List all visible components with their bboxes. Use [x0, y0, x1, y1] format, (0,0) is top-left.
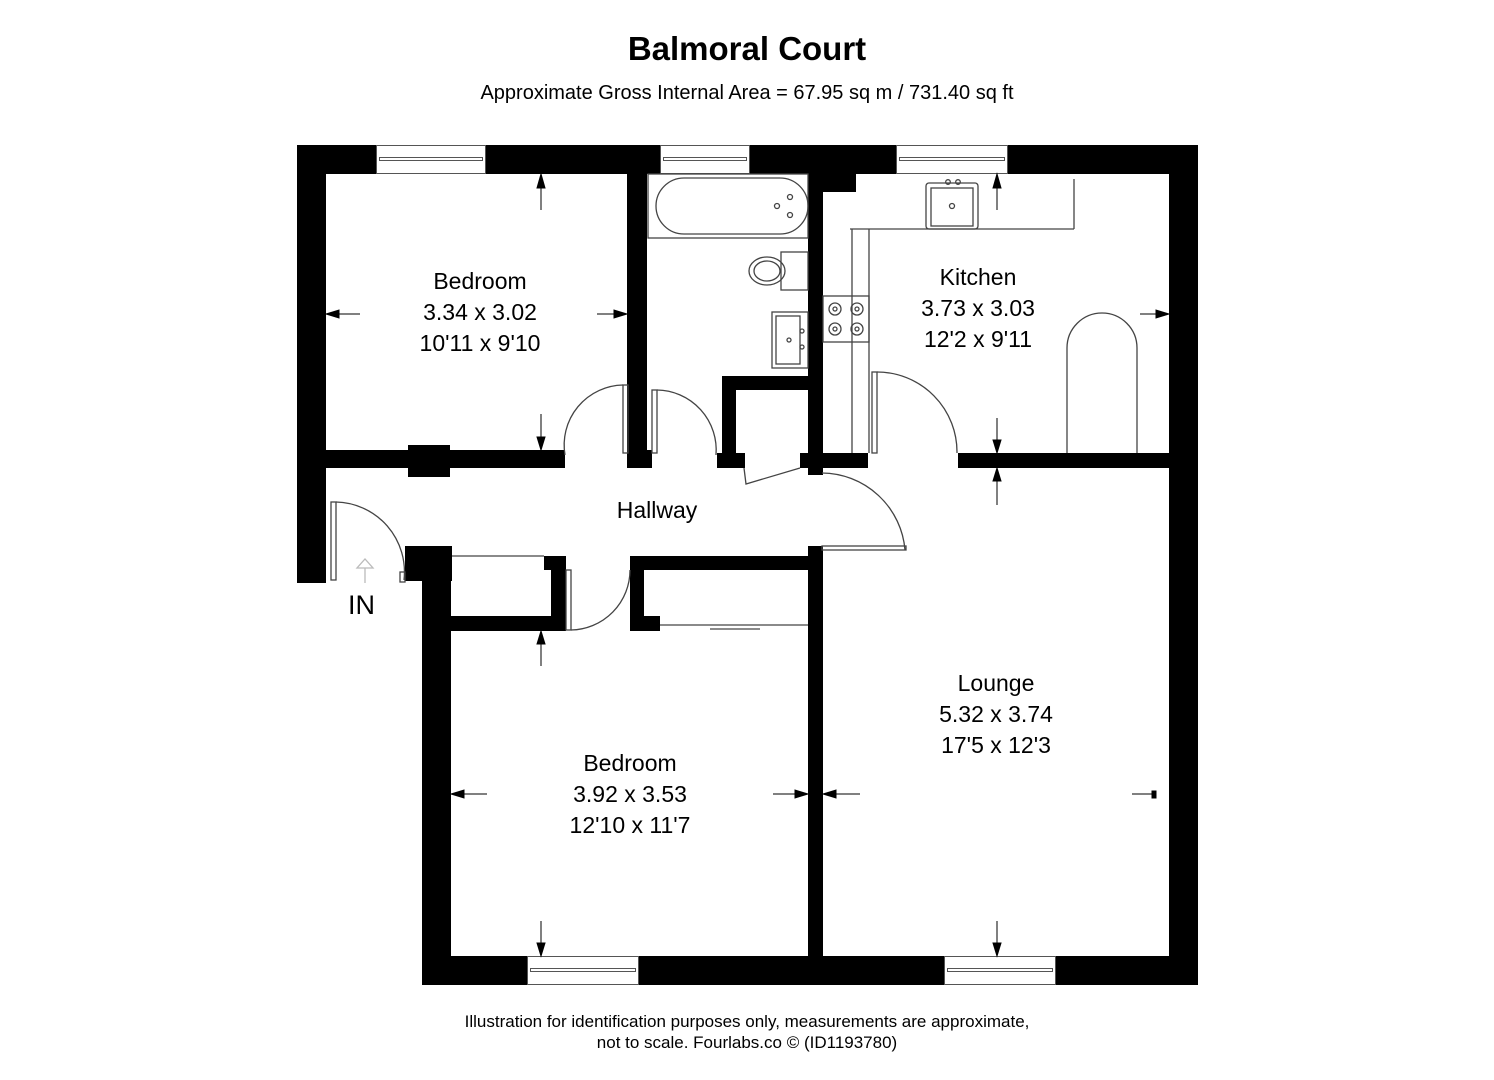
- disclaimer-line-2: not to scale. Fourlabs.co © (ID1193780): [596, 1033, 898, 1052]
- hob-icon: [822, 295, 870, 343]
- disclaimer: Illustration for identification purposes…: [0, 1011, 1494, 1053]
- wall-bedroom2-lounge: [808, 546, 823, 961]
- wall-kitchen-lounge: [958, 453, 1198, 468]
- wardrobe-sliding-door: [660, 624, 808, 630]
- entrance-label: IN: [348, 590, 375, 620]
- wall-right: [1169, 145, 1198, 985]
- room-name: Lounge: [957, 670, 1035, 696]
- wall-cupboard2-stub: [544, 556, 566, 570]
- appliance-icon: [1066, 312, 1138, 453]
- room-metric: 3.73 x 3.03: [921, 295, 1035, 321]
- toilet-icon: [748, 251, 809, 291]
- disclaimer-line-1: Illustration for identification purposes…: [464, 1012, 1030, 1031]
- gross-area-text: Approximate Gross Internal Area = 67.95 …: [480, 82, 1014, 104]
- door-lounge: [821, 472, 907, 551]
- room-metric: 3.92 x 3.53: [573, 781, 687, 807]
- room-kitchen: Kitchen 3.73 x 3.03 12'2 x 9'11: [878, 262, 1078, 355]
- wall-wardrobe-left: [630, 556, 644, 631]
- room-bedroom-2: Bedroom 3.92 x 3.53 12'10 x 11'7: [530, 748, 730, 841]
- kitchen-sink-icon: [925, 179, 979, 230]
- dimension-arrows: [324, 172, 1171, 958]
- room-imperial: 17'5 x 12'3: [941, 732, 1051, 758]
- room-bedroom-1: Bedroom 3.34 x 3.02 10'11 x 9'10: [380, 266, 580, 359]
- door-bathroom: [651, 389, 717, 456]
- door-entrance: [330, 501, 406, 583]
- wall-stub-b: [717, 453, 745, 468]
- room-name: Bedroom: [433, 268, 527, 294]
- entrance-arrow-icon: [355, 558, 375, 583]
- room-metric: 5.32 x 3.74: [939, 701, 1053, 727]
- basin-icon: [771, 311, 809, 369]
- room-imperial: 12'2 x 9'11: [923, 326, 1033, 352]
- room-metric: 3.34 x 3.02: [423, 299, 537, 325]
- door-cupboard2: [452, 555, 631, 631]
- room-name: Kitchen: [939, 264, 1017, 290]
- room-imperial: 12'10 x 11'7: [569, 812, 691, 838]
- wall-stub-c: [800, 453, 824, 468]
- wall-hall-lounge: [630, 556, 822, 570]
- room-lounge: Lounge 5.32 x 3.74 17'5 x 12'3: [896, 668, 1096, 761]
- window-bathroom: [660, 145, 750, 174]
- wall-cupboard-left: [722, 376, 736, 456]
- window-bedroom1: [376, 145, 486, 174]
- wall-cupboard2-bottom: [422, 616, 566, 631]
- wall-kitchen-corner: [808, 174, 856, 192]
- bath-icon: [647, 173, 809, 239]
- window-bedroom2: [527, 956, 639, 985]
- door-cupboard: [743, 467, 801, 485]
- wall-stub-a: [627, 450, 652, 468]
- wall-bedroom1-bath: [627, 145, 647, 455]
- room-name: Bedroom: [583, 750, 677, 776]
- wall-hall-pier: [405, 546, 452, 581]
- door-bedroom1: [563, 384, 629, 456]
- window-kitchen: [896, 145, 1008, 174]
- wall-wardrobe-stub: [630, 616, 660, 631]
- window-lounge: [944, 956, 1056, 985]
- wall-cupboard2-right: [551, 556, 566, 631]
- room-name: Hallway: [616, 497, 698, 523]
- wall-bath-kitchen: [808, 145, 823, 475]
- door-kitchen: [871, 371, 958, 454]
- wall-pier: [408, 445, 450, 477]
- wall-left-upper: [297, 145, 326, 583]
- plan-title: Balmoral Court: [627, 30, 867, 67]
- room-imperial: 10'11 x 9'10: [419, 330, 541, 356]
- wall-kitchen-hall: [822, 453, 868, 468]
- room-hallway: Hallway: [557, 495, 757, 526]
- wall-cupboard-top: [722, 376, 822, 390]
